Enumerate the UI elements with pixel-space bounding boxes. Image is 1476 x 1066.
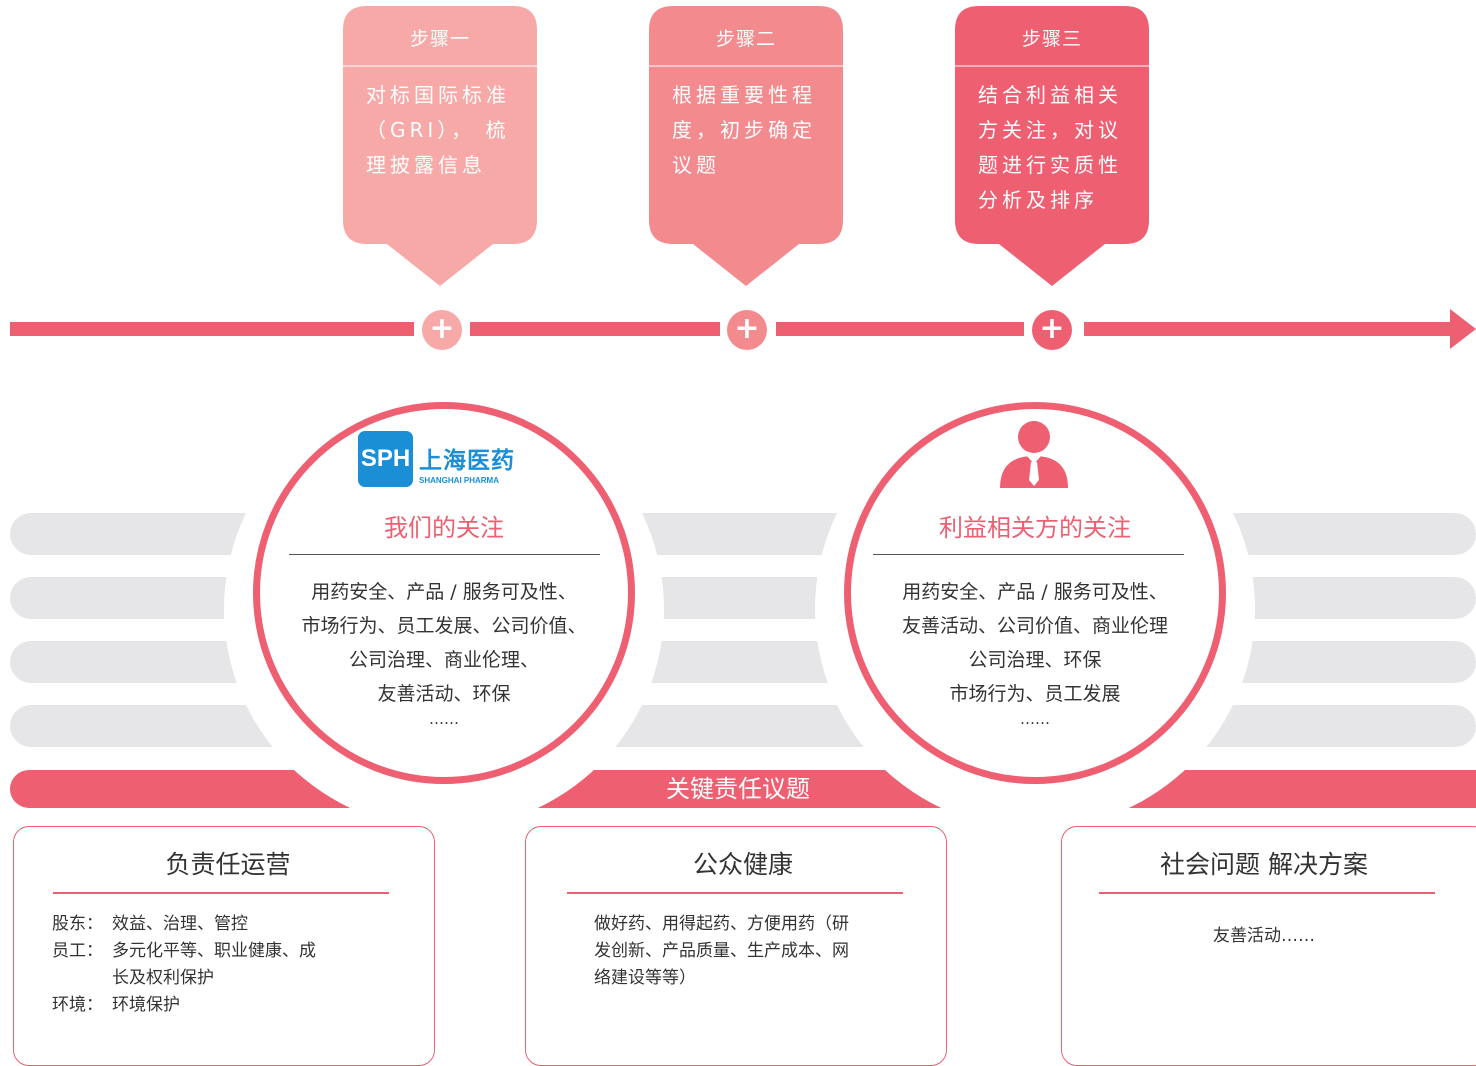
timeline-segment-4 — [1084, 322, 1456, 336]
stakeholder-focus-line-3: 公司治理、环保 — [968, 649, 1102, 671]
box-3-line-1: 友善活动…… — [1213, 926, 1315, 946]
box-1-label-employees: 员工： — [52, 941, 103, 961]
our-focus-line-2: 市场行为、员工发展、公司价值、 — [301, 615, 587, 637]
stakeholder-focus-divider — [873, 554, 1184, 555]
box-1-employees-text-1: 多元化平等、职业健康、成 — [112, 941, 316, 961]
sph-logo-mark: SPH — [358, 431, 413, 487]
timeline-arrowhead-icon — [1450, 309, 1476, 349]
box-1-employees-text-2: 长及权利保护 — [112, 968, 214, 988]
step-3-text: 结合利益相关 方关注，对议 题进行实质性 分析及排序 — [978, 83, 1122, 212]
stakeholder-focus-ellipsis: …… — [1020, 710, 1050, 728]
box-1-environment-text: 环境保护 — [112, 995, 180, 1015]
box-2-line-1: 做好药、用得起药、方便用药（研 — [594, 914, 849, 934]
stakeholder-focus-line-1: 用药安全、产品 / 服务可及性、 — [902, 581, 1168, 603]
band-1 — [10, 513, 1476, 555]
step-3-shape — [955, 6, 1149, 286]
box-1-label-environment: 环境： — [52, 995, 103, 1015]
box-3-divider — [1099, 892, 1435, 894]
our-focus-ring — [253, 402, 635, 784]
our-focus-line-1: 用药安全、产品 / 服务可及性、 — [311, 581, 577, 603]
box-1-label-shareholders: 股东： — [52, 914, 103, 934]
step-2-shape — [649, 6, 843, 286]
box-3-title: 社会问题 解决方案 — [1160, 850, 1368, 879]
box-1-title: 负责任运营 — [165, 850, 291, 879]
person-icon — [1000, 421, 1068, 488]
box-2-title: 公众健康 — [692, 850, 793, 879]
box-responsible-operation — [13, 826, 435, 1066]
our-focus-line-3: 公司治理、商业伦理、 — [348, 649, 539, 671]
key-issues-label: 关键责任议题 — [666, 775, 810, 803]
plus-icon-2: + — [727, 310, 767, 350]
band-4 — [10, 705, 1476, 747]
plus-icon-1: + — [422, 310, 462, 350]
timeline-segment-3 — [776, 322, 1024, 336]
key-issues-label-bg — [600, 770, 876, 808]
plus-icon-3: + — [1032, 310, 1072, 350]
step-2-title: 步骤二 — [715, 28, 776, 50]
sph-logo-name: 上海医药 — [419, 448, 515, 474]
timeline-segment-1 — [10, 322, 414, 336]
box-2-divider — [567, 892, 903, 894]
step-2-text: 根据重要性程 度，初步确定 议题 — [672, 83, 816, 177]
box-1-divider — [53, 892, 389, 894]
box-social-solutions — [1061, 826, 1476, 1066]
stakeholder-focus-line-4: 市场行为、员工发展 — [949, 683, 1121, 705]
step-1-text: 对标国际标准 （GRI）， 梳 理披露信息 — [366, 83, 510, 177]
step-1-shape — [343, 6, 537, 286]
our-focus-ellipsis: …… — [429, 710, 459, 728]
box-1-shareholders-text: 效益、治理、管控 — [112, 914, 248, 934]
box-public-health — [525, 826, 947, 1066]
step-1-title: 步骤一 — [409, 28, 470, 50]
sph-logo-subtitle: SHANGHAI PHARMA — [419, 476, 499, 485]
timeline-segment-2 — [470, 322, 720, 336]
step-3-title: 步骤三 — [1021, 28, 1082, 50]
box-2-line-2: 发创新、产品质量、生产成本、网 — [594, 941, 849, 961]
our-focus-line-4: 友善活动、环保 — [377, 683, 511, 705]
stakeholder-focus-line-2: 友善活动、公司价值、商业伦理 — [901, 615, 1168, 637]
stakeholder-focus-title: 利益相关方的关注 — [939, 514, 1131, 542]
box-2-line-3: 络建设等等） — [594, 968, 696, 988]
our-focus-title: 我们的关注 — [384, 514, 504, 542]
our-focus-divider — [289, 554, 600, 555]
